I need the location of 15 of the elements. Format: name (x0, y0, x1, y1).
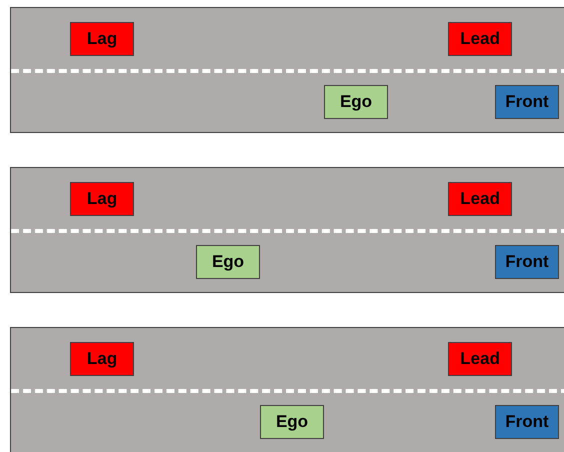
vehicle-block: Front (495, 85, 559, 119)
road-section (10, 327, 564, 452)
vehicle-block: Lead (448, 22, 512, 56)
road-section (10, 167, 564, 293)
vehicle-block: Front (495, 245, 559, 279)
vehicle-block: Lag (70, 22, 134, 56)
vehicle-block: Lag (70, 182, 134, 216)
vehicle-block: Ego (324, 85, 388, 119)
vehicle-block: Lead (448, 342, 512, 376)
vehicle-block: Lag (70, 342, 134, 376)
vehicle-block: Ego (260, 405, 324, 439)
vehicle-block: Lead (448, 182, 512, 216)
vehicle-block: Ego (196, 245, 260, 279)
vehicle-block: Front (495, 405, 559, 439)
road-section (10, 7, 564, 133)
